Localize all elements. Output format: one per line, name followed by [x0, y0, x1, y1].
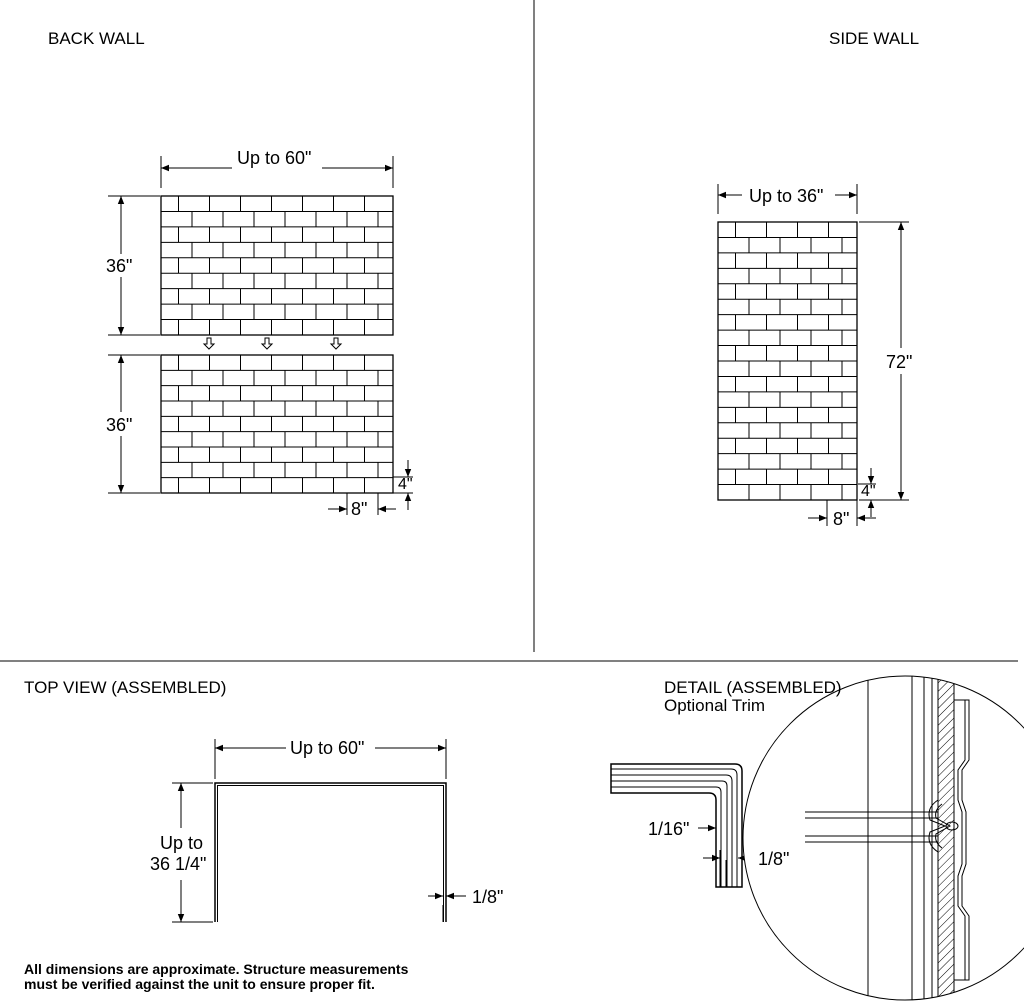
back-wall-brick-height-label: 4": [398, 476, 413, 493]
back-wall-upper-height-label: 36": [104, 256, 135, 276]
detail-magnified-view: [742, 675, 1024, 1001]
detail-subtitle: Optional Trim: [664, 696, 766, 715]
top-view-width-label: Up to 60": [288, 738, 367, 758]
top-view-outline: [214, 782, 447, 922]
side-wall-brick-length-dimension: [808, 500, 876, 526]
side-wall-width-label: Up to 36": [747, 186, 826, 206]
back-wall-brick-height-dimension: [393, 460, 413, 510]
back-wall-width-label: Up to 60": [235, 148, 314, 168]
disclaimer-line-2: must be verified against the unit to ens…: [24, 976, 375, 992]
top-view-thickness-label: 1/8": [470, 887, 506, 907]
side-wall-height-label: 72": [884, 352, 915, 372]
side-wall-title: SIDE WALL: [829, 29, 920, 48]
back-wall-brick-length-dimension: [328, 493, 396, 515]
dimensions-disclaimer: All dimensions are approximate. Structur…: [24, 962, 408, 992]
back-wall-lower-height-label: 36": [104, 415, 135, 435]
top-view-depth-label-line2: 36 1/4": [148, 854, 209, 874]
side-wall-panel: [717, 221, 858, 501]
detail-title: DETAIL (ASSEMBLED): [664, 678, 842, 697]
top-view-title: TOP VIEW (ASSEMBLED): [24, 678, 227, 697]
top-view-width-dimension: [214, 739, 447, 779]
side-wall-brick-height-label: 4": [861, 483, 876, 500]
side-wall-height-dimension: [859, 221, 909, 501]
disclaimer-line-1: All dimensions are approximate. Structur…: [24, 961, 409, 977]
back-wall-upper-panel: [160, 195, 394, 336]
detail-thickness-label: 1/8": [756, 849, 792, 869]
detail-gap-label: 1/16": [646, 819, 692, 839]
back-wall-brick-length-label: 8": [349, 499, 370, 519]
top-view-thickness-dimension: [428, 892, 466, 922]
top-view-depth-dimension: [172, 782, 213, 923]
back-wall-lower-panel: [160, 354, 394, 494]
back-wall-lower-height-dimension: [108, 354, 160, 494]
side-wall-brick-length-label: 8": [831, 509, 852, 529]
top-view-depth-label-line1: Up to: [158, 833, 206, 853]
panel-join-arrows: [202, 337, 343, 350]
side-wall-brick-height-dimension: [858, 468, 876, 517]
detail-corner-profile: [610, 763, 743, 888]
side-wall-width-dimension: [717, 184, 858, 214]
back-wall-width-dimension: [160, 156, 394, 188]
back-wall-upper-height-dimension: [108, 195, 160, 336]
back-wall-title: BACK WALL: [48, 29, 145, 48]
